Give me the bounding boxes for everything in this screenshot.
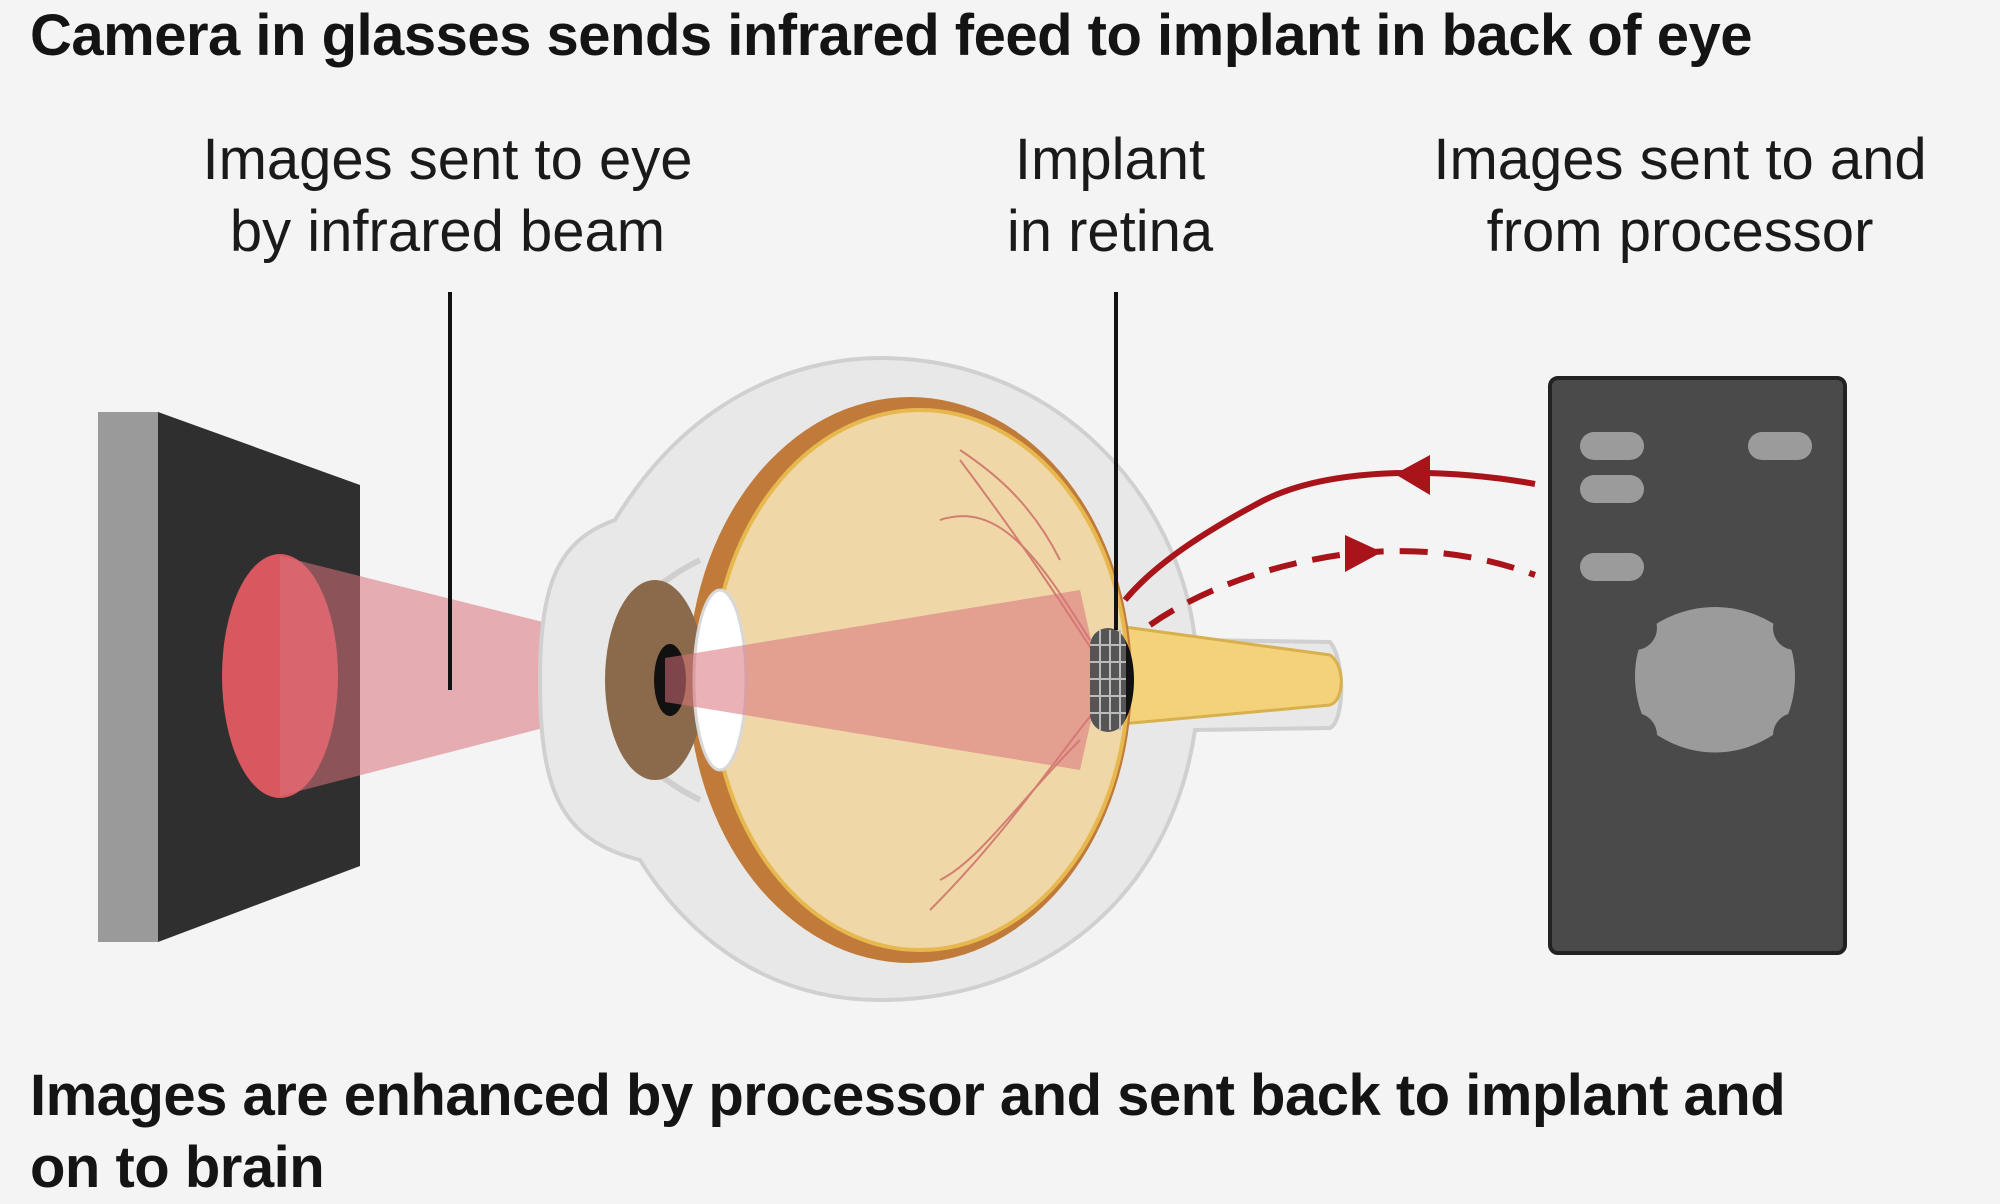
label-implant-line2: in retina: [1006, 199, 1214, 264]
infrared-beam: [280, 556, 555, 796]
arrow-to-processor: [1148, 548, 1537, 628]
label-processor-line1: Images sent to and: [1433, 127, 1927, 192]
footer-line2: on to brain: [30, 1135, 325, 1200]
implant-icon: [1090, 628, 1134, 732]
label-processor: Images sent to and from processor: [1400, 124, 1960, 268]
diagram-title: Camera in glasses sends infrared feed to…: [30, 3, 1752, 68]
infrared-beam-inside-eye: [665, 590, 1100, 770]
label-infrared-beam-line2: by infrared beam: [229, 199, 666, 264]
arrow-to-implant: [1122, 469, 1536, 602]
processor-icon: [1548, 376, 1847, 955]
label-processor-line2: from processor: [1486, 199, 1874, 264]
label-implant-line1: Implant: [1014, 127, 1206, 192]
footer-line1: Images are enhanced by processor and sen…: [30, 1063, 1786, 1128]
diagram-footer: Images are enhanced by processor and sen…: [30, 1060, 1786, 1204]
arrowhead-to-processor: [1345, 535, 1382, 572]
label-infrared-beam: Images sent to eye by infrared beam: [170, 124, 725, 268]
label-implant: Implant in retina: [960, 124, 1260, 268]
arrowhead-to-implant: [1395, 455, 1430, 495]
label-infrared-beam-line1: Images sent to eye: [202, 127, 693, 192]
